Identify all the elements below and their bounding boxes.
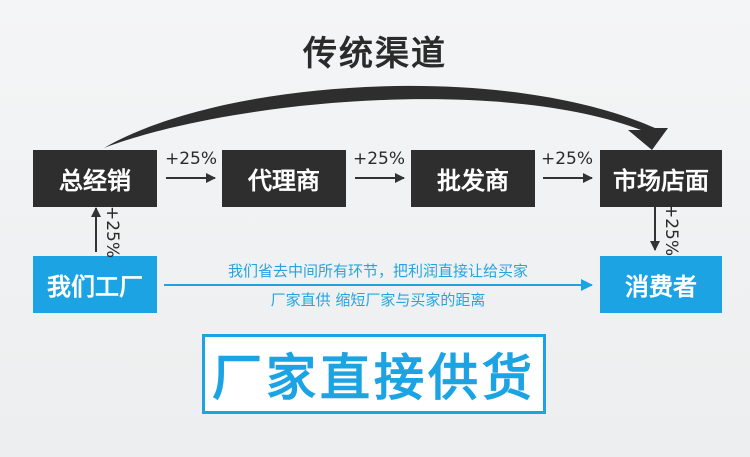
node-our-factory: 我们工厂: [33, 256, 157, 313]
node-general-distributor: 总经销: [33, 150, 157, 207]
direct-path-note-2: 厂家直供 缩短厂家与买家的距离: [270, 291, 486, 309]
direct-path-note-1: 我们省去中间所有环节，把利润直接让给买家: [227, 262, 528, 280]
node-consumer-label: 消费者: [625, 273, 697, 301]
node-agent-label: 代理商: [248, 167, 320, 195]
traditional-curve-arrow: [104, 85, 668, 150]
node-agent: 代理商: [222, 150, 346, 207]
node-consumer: 消费者: [600, 256, 722, 313]
markup-agent-to-wholesaler: +25%: [353, 149, 406, 169]
markup-factory-to-distributor: +25%: [102, 206, 122, 259]
node-market-store-label: 市场店面: [613, 167, 709, 195]
markup-wholesaler-to-store: +25%: [541, 149, 594, 169]
markup-distributor-to-agent: +25%: [165, 149, 218, 169]
direct-supply-banner-text: 厂家直接供货: [212, 349, 536, 407]
node-market-store: 市场店面: [600, 150, 722, 207]
node-general-distributor-label: 总经销: [59, 167, 131, 195]
node-our-factory-label: 我们工厂: [47, 273, 143, 301]
diagram-title: 传统渠道: [303, 34, 447, 74]
markup-store-to-consumer: +25%: [661, 204, 681, 257]
node-wholesaler-label: 批发商: [437, 167, 509, 195]
direct-supply-banner: 厂家直接供货: [202, 334, 546, 414]
node-wholesaler: 批发商: [411, 150, 535, 207]
